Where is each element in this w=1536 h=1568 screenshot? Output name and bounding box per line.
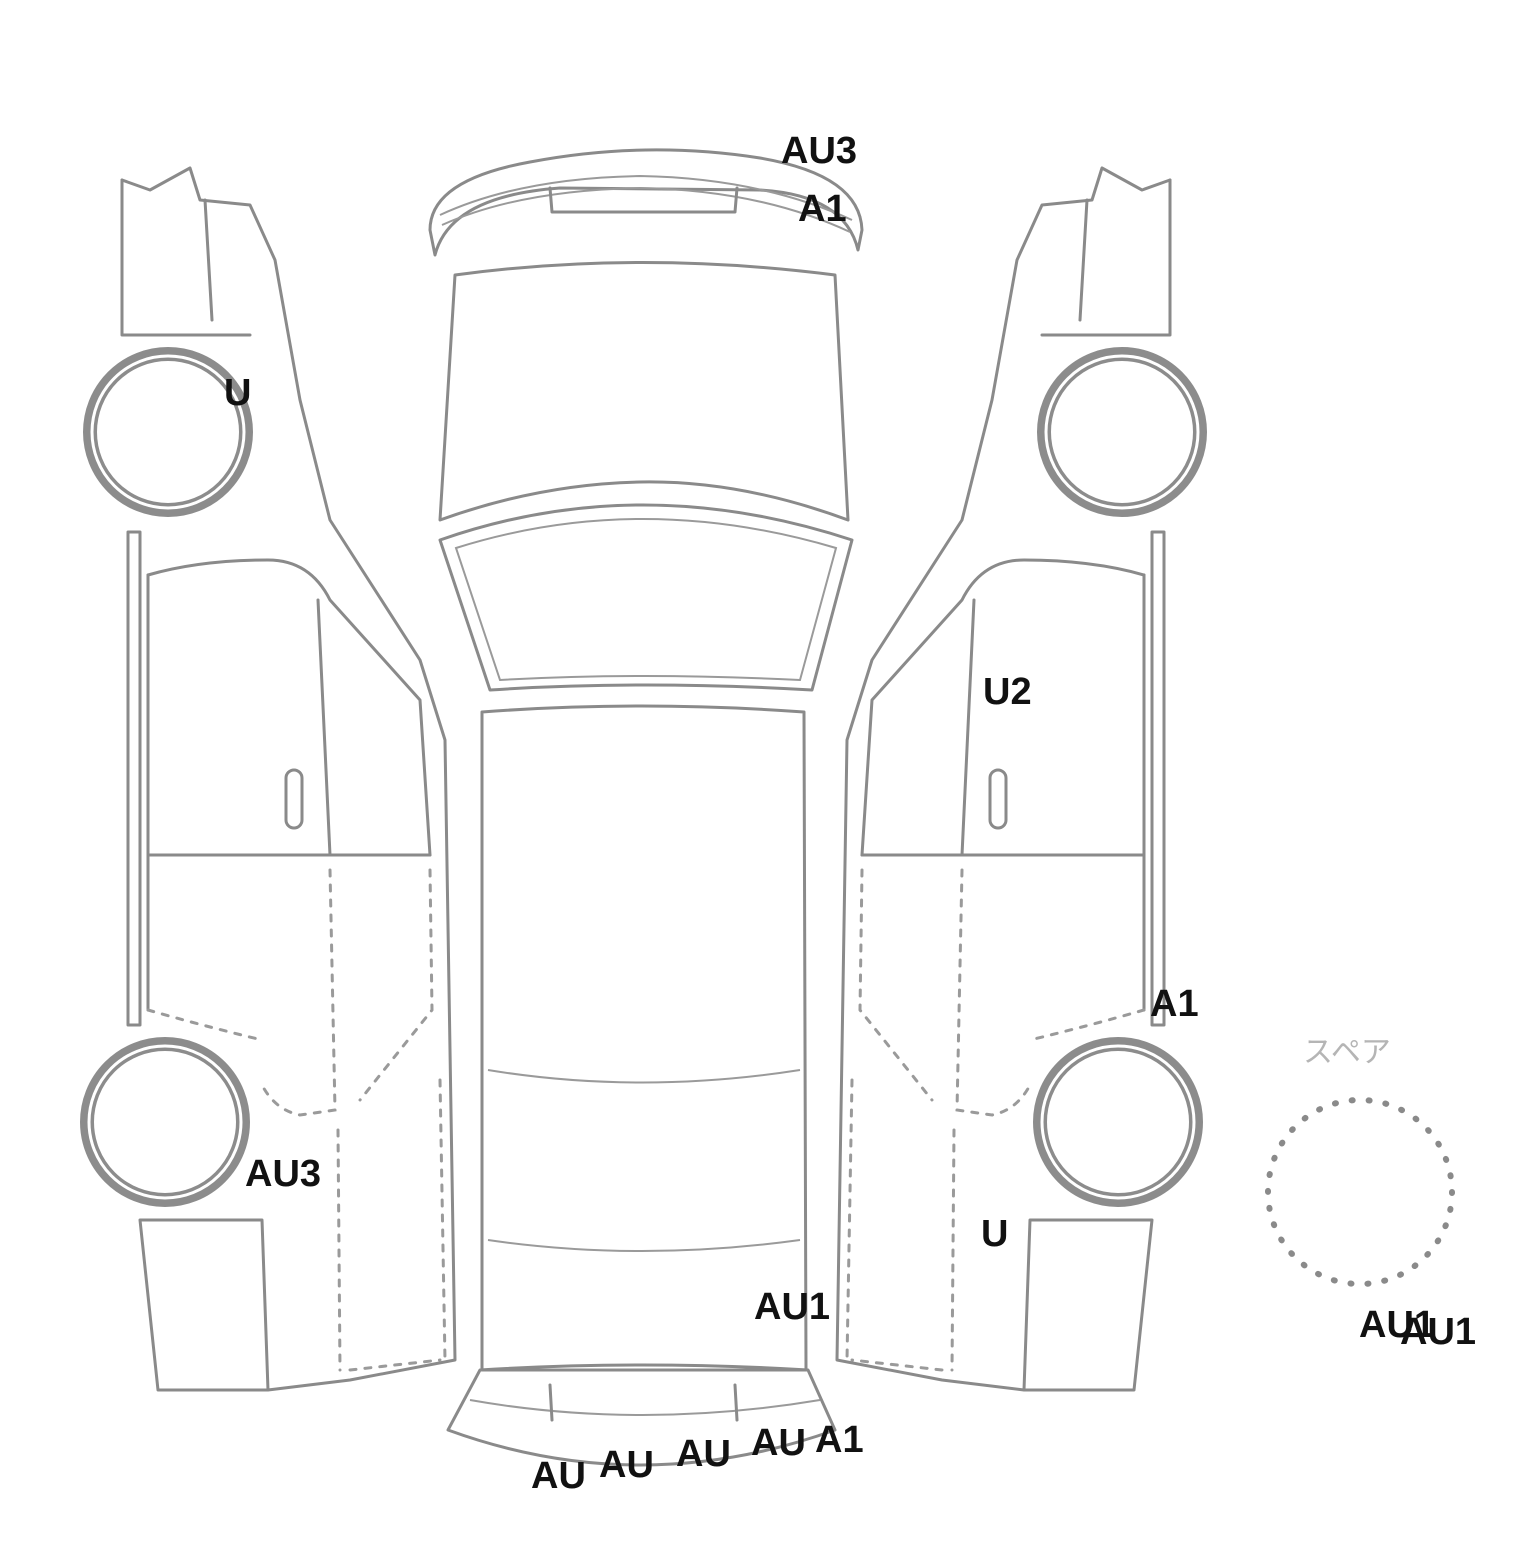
- mark-rear-top-2: A1: [798, 188, 847, 230]
- tire-right-rear: [1033, 1037, 1203, 1207]
- spare-tire-label: スペア: [1303, 1035, 1391, 1070]
- car-right-side-view: [835, 166, 1172, 1392]
- tire-right-front: [1037, 347, 1207, 517]
- mark-front-bumper-4: AU: [751, 1422, 806, 1464]
- mark-left-rear-wheel: AU3: [245, 1153, 322, 1195]
- mark-right-rear-panel: U: [981, 1213, 1009, 1255]
- mark-front-bumper-3: AU: [676, 1433, 731, 1475]
- spare-tire-outline: [1265, 1097, 1455, 1287]
- mark-spare-1: AU1: [1359, 1304, 1436, 1346]
- tire-left-rear: [80, 1037, 250, 1207]
- mark-left-front-wheel: U: [224, 372, 252, 414]
- mark-front-bumper-1: AU: [531, 1455, 586, 1497]
- mark-front-bumper-2: AU: [599, 1444, 654, 1486]
- mark-spare-2: AU1: [1400, 1311, 1477, 1353]
- mark-front-bumper-5: A1: [815, 1419, 864, 1461]
- mark-right-front-door: U2: [983, 671, 1032, 713]
- mark-right-rear-quarter: A1: [1150, 983, 1199, 1025]
- mark-roof-rear: AU1: [754, 1286, 831, 1328]
- car-left-side-view: [120, 166, 457, 1392]
- tire-left-front: [83, 347, 253, 517]
- car-top-view: [428, 148, 864, 1467]
- mark-rear-top-1: AU3: [781, 130, 858, 172]
